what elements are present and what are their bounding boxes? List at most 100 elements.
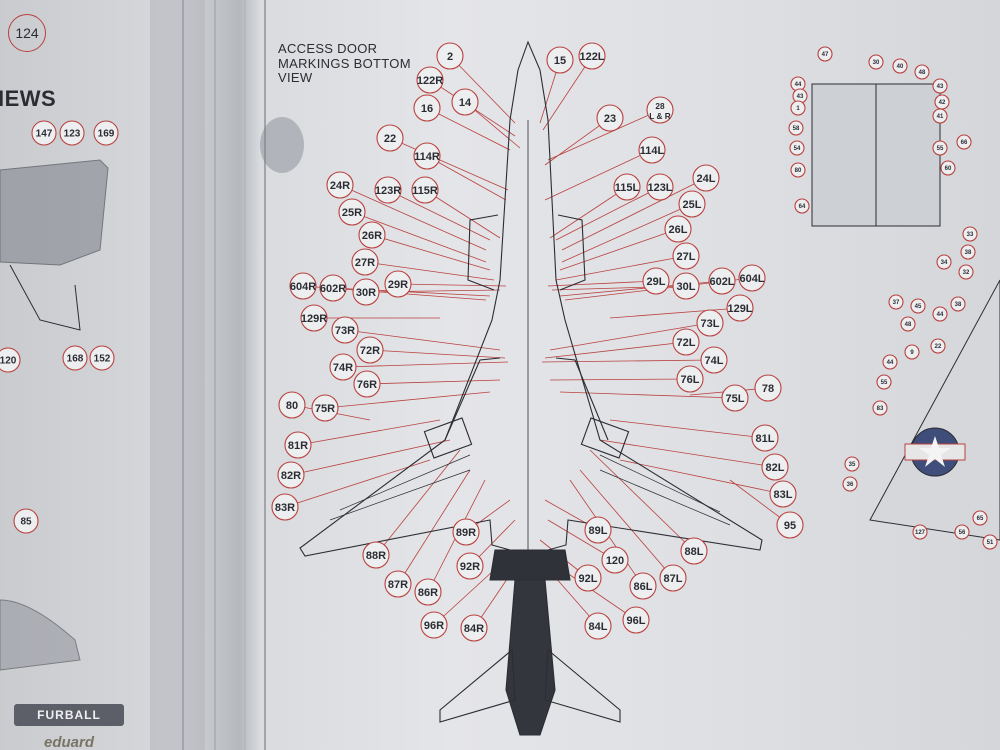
left-side-view (0, 159, 109, 671)
part-callout: 88R (362, 541, 390, 569)
leader-line (561, 177, 707, 251)
leader-line (549, 378, 691, 381)
callout-circle (972, 510, 988, 526)
aircraft-bottom-view (299, 40, 763, 736)
callout-label: 32 (963, 270, 970, 276)
part-callout: 123L (646, 173, 674, 201)
callout-circle (351, 248, 379, 276)
leader-line (549, 186, 628, 239)
callout-circle (982, 534, 998, 550)
callout-label: 29R (388, 279, 408, 291)
part-callout: 2 (436, 42, 464, 70)
part-callout: 22 (376, 124, 404, 152)
right-wing-root (555, 357, 609, 441)
callout-label: 41 (937, 114, 944, 120)
page-title: ACCESS DOOR MARKINGS BOTTOM VIEW (278, 41, 411, 85)
leader-line (579, 469, 674, 579)
callout-circle (738, 264, 766, 292)
page-number: 124 (8, 14, 46, 52)
callout-circle (311, 394, 339, 422)
callout-label: 1 (796, 106, 800, 112)
part-callout: 74L (700, 346, 728, 374)
callout-label: 9 (910, 350, 914, 356)
side-part-callout: 120 (0, 347, 21, 373)
callout-label: 81R (288, 440, 308, 452)
part-callout: 72R (356, 336, 384, 364)
callout-label: 86L (634, 581, 653, 593)
callout-label: 43 (797, 94, 804, 100)
callout-label: 48 (919, 70, 926, 76)
leader-line (369, 349, 506, 359)
part-callout: 82L (761, 453, 789, 481)
part-callout: 129L (726, 294, 754, 322)
part-callout: 75L (721, 384, 749, 412)
callout-circle (646, 173, 674, 201)
part-callout: 129R (300, 304, 328, 332)
right-part-callout: 34 (936, 254, 952, 270)
callout-circle (678, 190, 706, 218)
side-nose (0, 599, 81, 671)
callout-circle (721, 384, 749, 412)
right-part-callout: 44 (932, 306, 948, 322)
callout-circle (638, 136, 666, 164)
right-part-callout: 33 (962, 226, 978, 242)
callout-label: 96L (627, 615, 646, 627)
callout-label: L & R (649, 112, 670, 121)
part-callout: 72L (672, 328, 700, 356)
callout-circle (696, 309, 724, 337)
exhaust-nozzles (489, 549, 571, 581)
callout-circle (13, 508, 39, 534)
callout-label: 28 (655, 102, 665, 111)
part-callout: 29L (642, 267, 670, 295)
leader-line (375, 449, 461, 556)
callout-label: 44 (795, 82, 802, 88)
callout-label: 64 (799, 204, 806, 210)
leader-line (542, 55, 593, 131)
right-part-callout: 60 (940, 160, 956, 176)
callout-circle (353, 370, 381, 398)
callout-label: 168 (67, 354, 84, 365)
callout-circle (601, 546, 629, 574)
part-callout: 26R (358, 221, 386, 249)
right-part-callout: 40 (892, 58, 908, 74)
callout-label: 114L (640, 145, 665, 157)
leader-line (544, 149, 653, 201)
leader-line (449, 55, 516, 124)
callout-circle (958, 264, 974, 280)
callout-label: 83L (774, 489, 793, 501)
callout-circle (754, 374, 782, 402)
roundel-star (919, 436, 951, 467)
callout-label: 47 (822, 52, 829, 58)
callout-circle (460, 614, 488, 642)
callout-circle (331, 316, 359, 344)
callout-circle (384, 570, 412, 598)
callout-label: 92L (579, 573, 598, 585)
callout-label: 96R (424, 620, 444, 632)
callout-circle (672, 272, 700, 300)
leader-line (544, 341, 687, 359)
callout-circle (769, 480, 797, 508)
leader-line (351, 211, 487, 263)
callout-label: 88L (685, 546, 704, 558)
callout-circle (376, 124, 404, 152)
callout-label: 33 (967, 232, 974, 238)
callout-circle (910, 298, 926, 314)
side-part-callout: 123 (59, 120, 85, 146)
leader-line (284, 459, 431, 508)
part-callout: 120 (601, 546, 629, 574)
right-part-callout: 64 (794, 198, 810, 214)
callout-circle (289, 272, 317, 300)
callout-circle (842, 476, 858, 492)
callout-circle (882, 354, 898, 370)
callout-label: 30L (677, 281, 696, 293)
callout-label: 82L (766, 462, 785, 474)
right-part-callout: 43 (932, 78, 948, 94)
callout-circle (646, 96, 674, 124)
callout-label: 123R (375, 185, 401, 197)
callout-circle (904, 344, 920, 360)
callout-label: 56 (959, 530, 966, 536)
callout-circle (374, 176, 402, 204)
leader-line (344, 329, 501, 351)
